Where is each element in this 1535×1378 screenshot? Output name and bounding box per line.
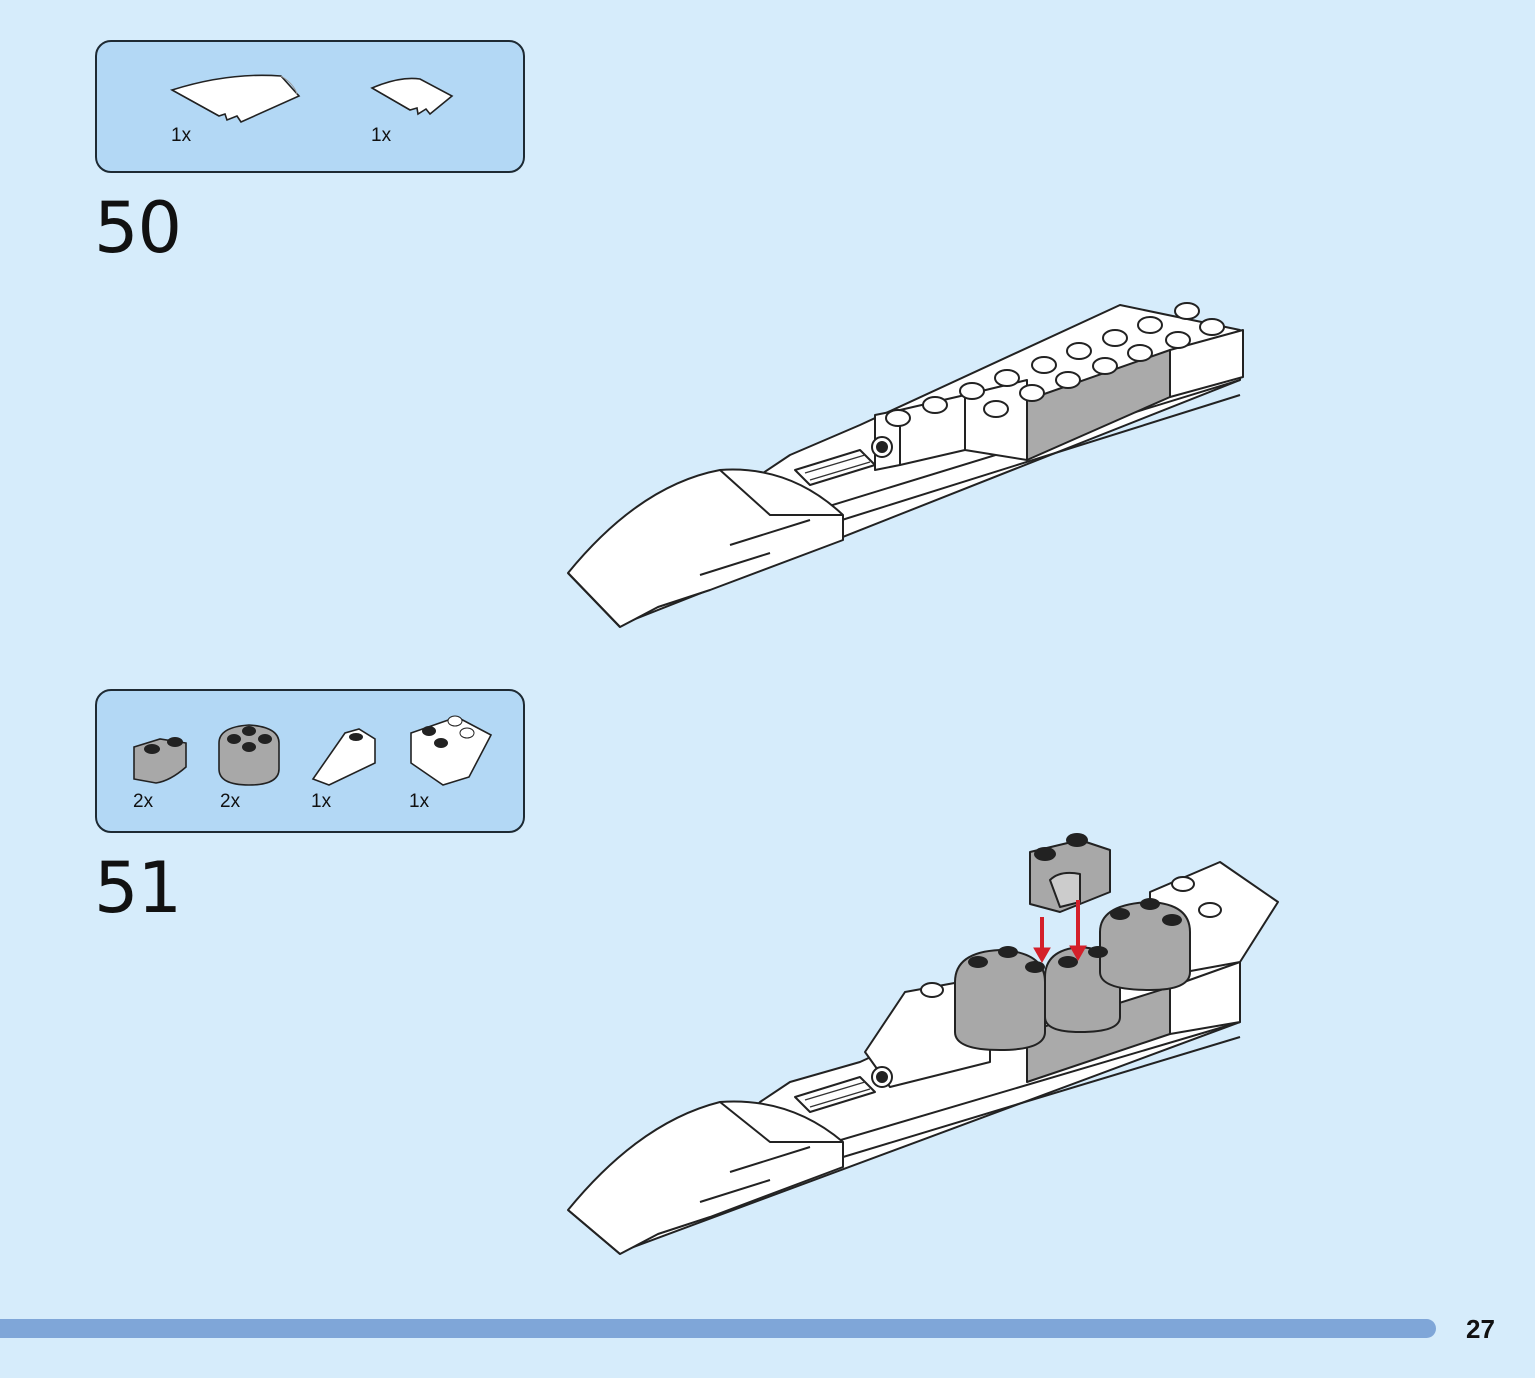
part-qty: 1x bbox=[371, 125, 392, 146]
step-number: 51 bbox=[94, 847, 182, 929]
gray-round-brick-icon bbox=[218, 724, 280, 786]
parts-callout-step-51: 2x 2x 1x 1x bbox=[95, 689, 525, 833]
model-assembly-step-51 bbox=[567, 833, 1279, 1255]
step-number: 50 bbox=[94, 187, 182, 269]
part-qty: 2x bbox=[220, 791, 241, 812]
part-qty: 1x bbox=[311, 791, 332, 812]
gray-round-brick-half-icon bbox=[133, 737, 187, 784]
model-assembly-step-50 bbox=[567, 302, 1244, 628]
white-inverted-slope-brick-icon bbox=[410, 715, 493, 786]
part-qty: 2x bbox=[133, 791, 154, 812]
white-slope-brick-icon bbox=[311, 728, 376, 786]
part-qty: 1x bbox=[409, 791, 430, 812]
parts-callout-step-50: 1x 1x bbox=[95, 40, 525, 173]
white-curved-slope-long-icon bbox=[169, 74, 301, 124]
part-qty: 1x bbox=[171, 125, 192, 146]
footer-bar bbox=[0, 1319, 1436, 1338]
page-number: 27 bbox=[1466, 1314, 1495, 1344]
white-curved-slope-short-icon bbox=[370, 77, 454, 116]
